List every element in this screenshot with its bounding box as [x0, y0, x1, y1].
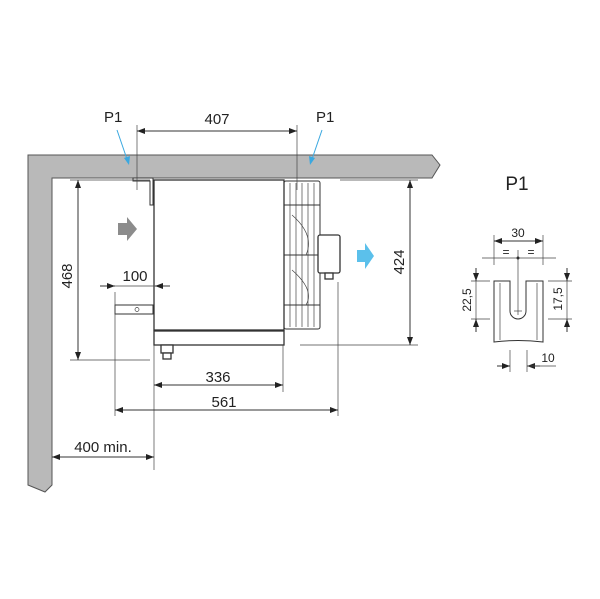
fan-guard [283, 180, 321, 330]
detail-equal-left: = [502, 245, 509, 259]
dim-100: 100 [122, 268, 147, 285]
dim-407: 407 [204, 111, 229, 128]
p1-pointer-left [116, 129, 129, 163]
dim-468: 468 [59, 263, 76, 288]
p1-label-right: P1 [316, 109, 334, 126]
dim-424: 424 [391, 249, 408, 274]
dim-561: 561 [211, 394, 236, 411]
detail-equal-right: = [527, 245, 534, 259]
detail-title: P1 [505, 174, 528, 195]
airflow-in-arrow [118, 217, 137, 241]
detail-dim-22-5: 22,5 [460, 288, 474, 312]
ceiling-wall [27, 154, 441, 493]
detail-dim-17-5: 17,5 [551, 287, 565, 311]
dim-336: 336 [205, 369, 230, 386]
dim-400-min: 400 min. [74, 439, 132, 456]
airflow-out-arrow [357, 243, 374, 269]
p1-pointer-right [310, 129, 323, 163]
detail-dim-10: 10 [541, 351, 555, 365]
p1-label-left: P1 [104, 109, 122, 126]
condensing-unit [114, 177, 341, 360]
detail-dim-30: 30 [511, 226, 525, 240]
detail-p1: P1 30 = = 22,5 17,5 10 [460, 174, 572, 372]
fan-motor [317, 234, 341, 274]
